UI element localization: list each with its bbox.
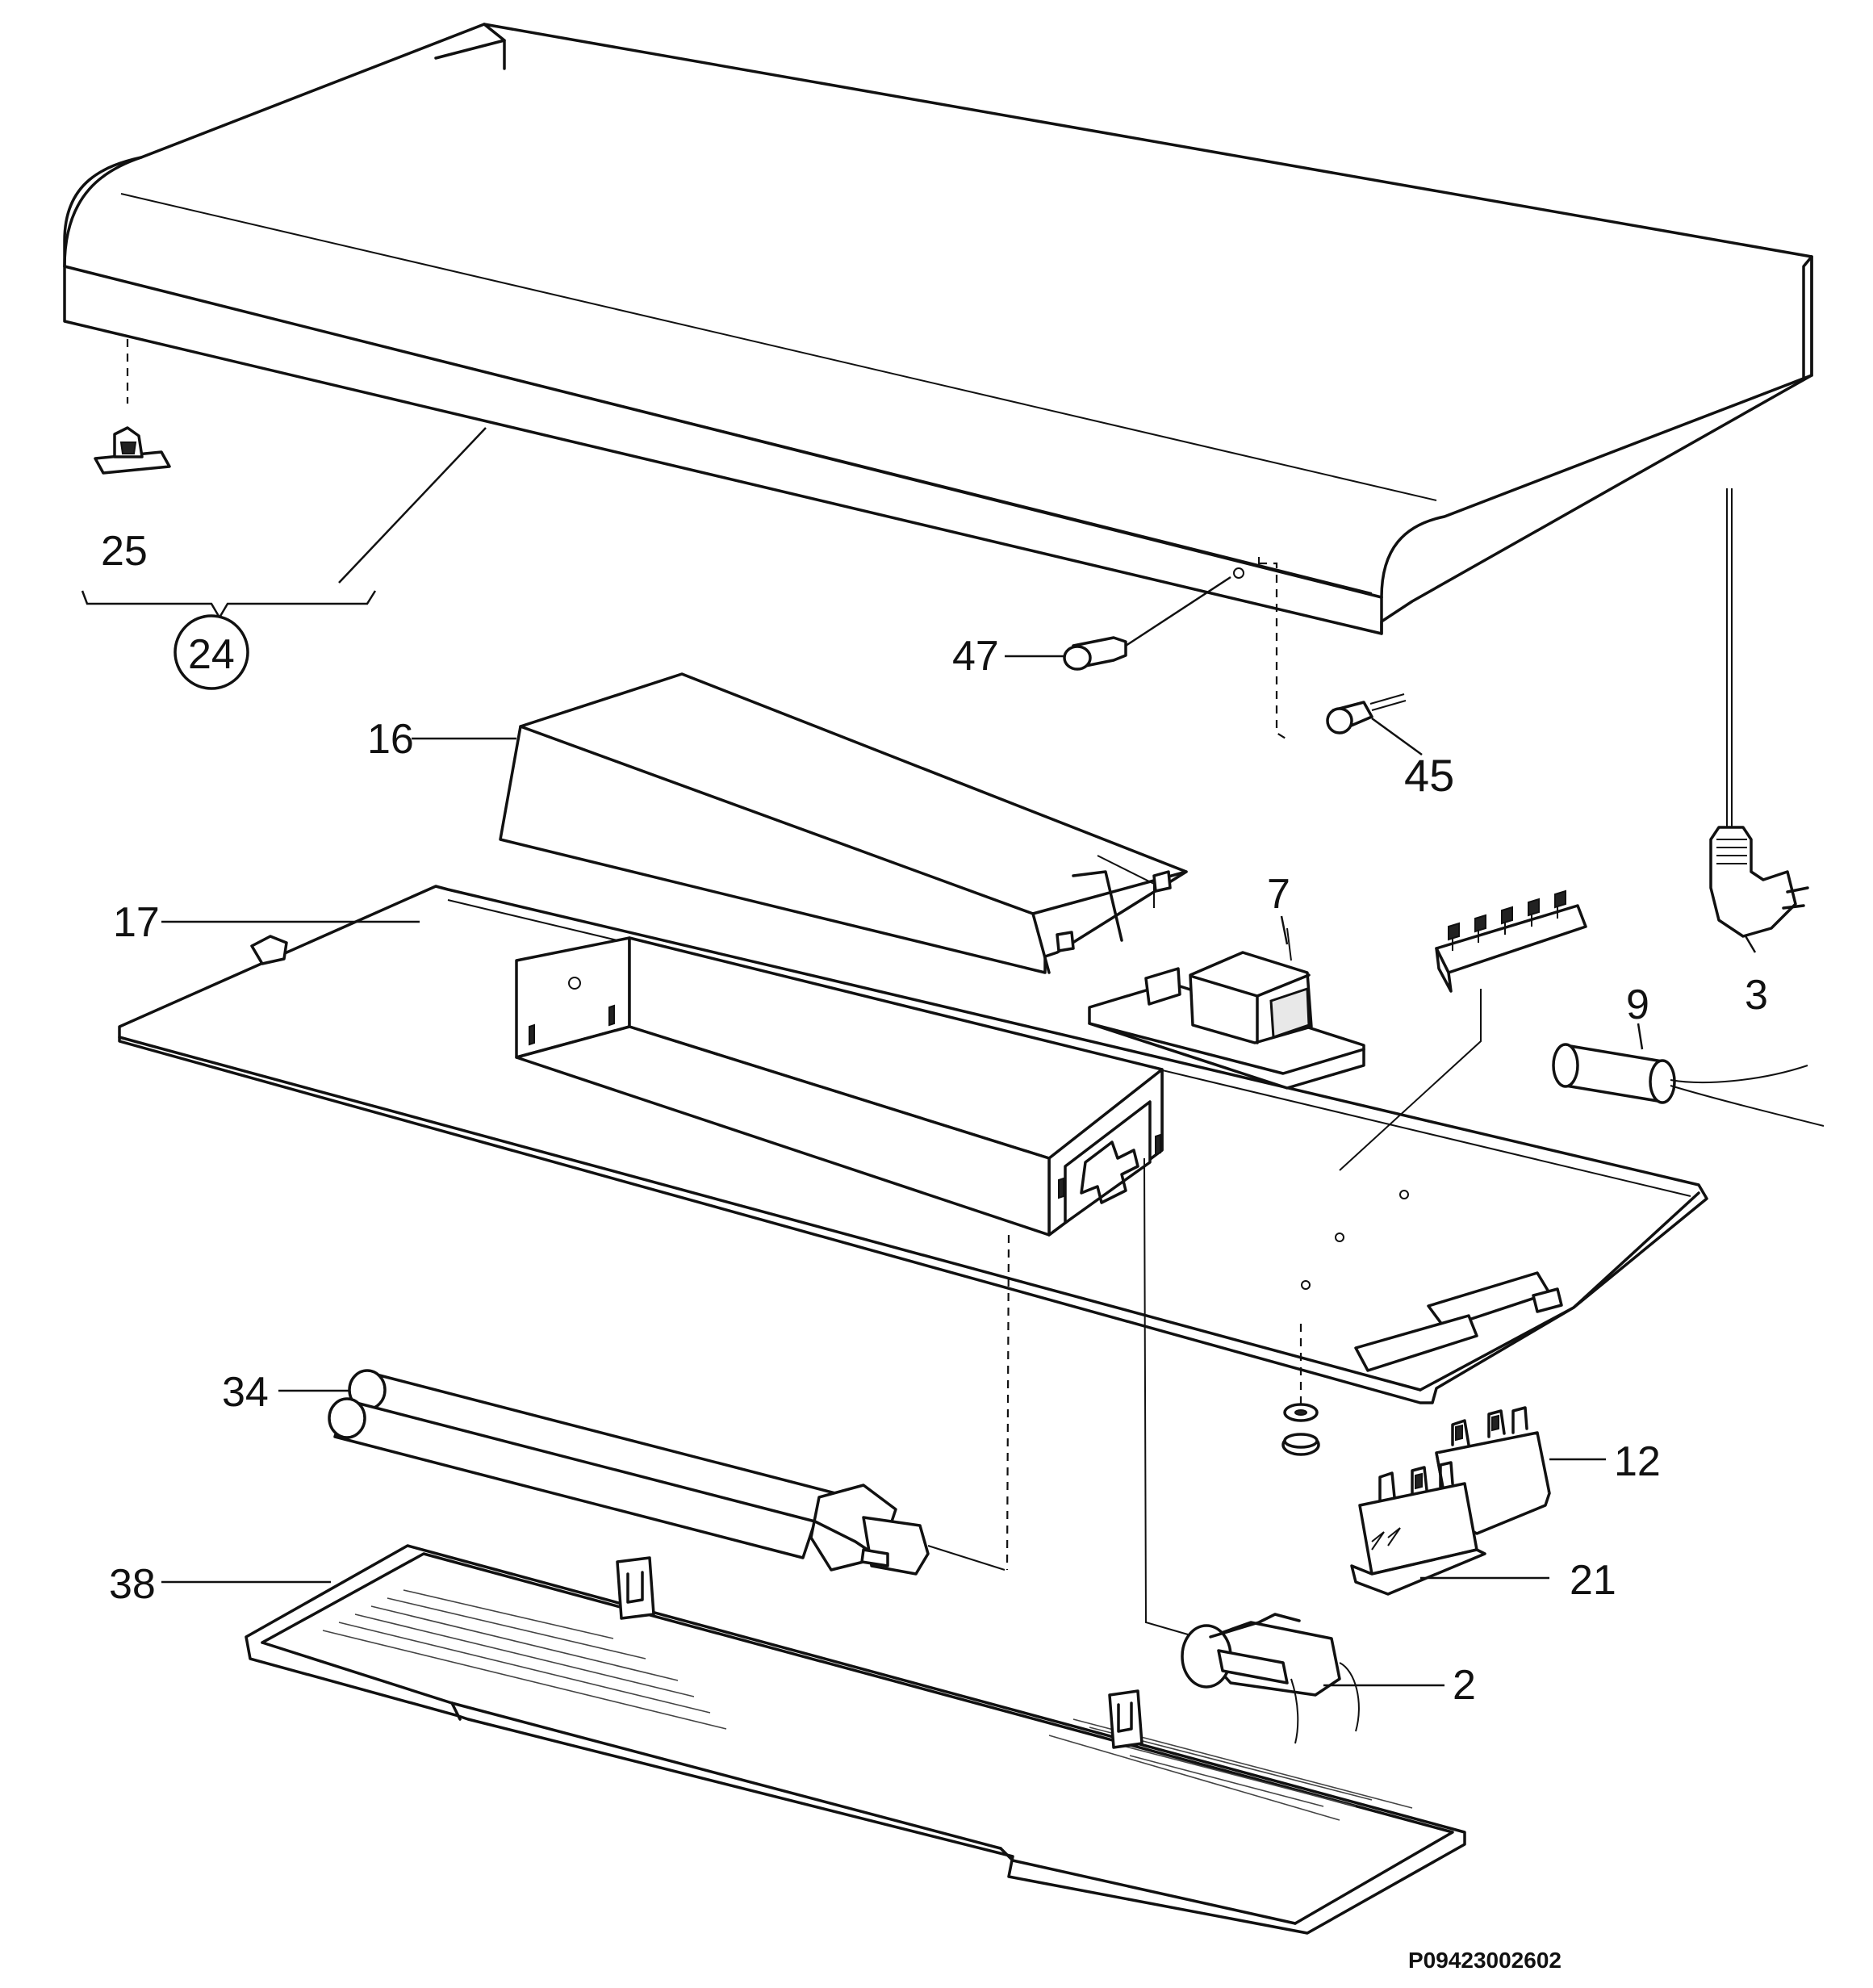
- label-47: 47: [952, 633, 999, 680]
- grease-filter: [245, 1544, 1466, 1935]
- capacitor: [1552, 1023, 1825, 1127]
- leader-7: [1280, 915, 1289, 945]
- label-9: 9: [1626, 981, 1649, 1028]
- label-7: 7: [1267, 871, 1290, 918]
- label-34: 34: [222, 1369, 269, 1416]
- mains-plug: [1709, 488, 1809, 953]
- label-24: 24: [188, 631, 235, 678]
- terminal-block: [1339, 889, 1587, 1171]
- leader-45: [1371, 717, 1423, 756]
- label-3: 3: [1745, 972, 1768, 1019]
- label-45: 45: [1404, 750, 1454, 801]
- label-12: 12: [1614, 1438, 1661, 1485]
- label-25: 25: [101, 528, 148, 575]
- label-21: 21: [1570, 1557, 1616, 1604]
- fluorescent-tube: [328, 1369, 1005, 1576]
- label-16: 16: [367, 716, 414, 763]
- label-17: 17: [113, 899, 160, 946]
- lamp-cover: [499, 672, 1188, 974]
- lamp-holder: [1143, 1157, 1360, 1744]
- indicator-lamp: [1259, 562, 1407, 742]
- hood-body: [63, 23, 1813, 635]
- switch-21: [1350, 1461, 1486, 1596]
- part-labels: 25 24 16 17 7 9 3 47 45 34 38 2 12 21 P0…: [101, 528, 1768, 1973]
- clip: [94, 426, 171, 475]
- transformer-board: [1088, 927, 1365, 1090]
- label-2: 2: [1453, 1662, 1476, 1709]
- label-38: 38: [109, 1561, 156, 1608]
- indicator-lens: [1063, 567, 1244, 671]
- drawing-code: P09423002602: [1408, 1948, 1562, 1973]
- tube-mount-line: [1005, 1234, 1010, 1571]
- label-24-circle: [174, 614, 249, 690]
- chassis-plate: [118, 885, 1708, 1404]
- washers: [1281, 1324, 1320, 1456]
- leader-24: [338, 427, 487, 584]
- assembly-bracket: [81, 590, 377, 620]
